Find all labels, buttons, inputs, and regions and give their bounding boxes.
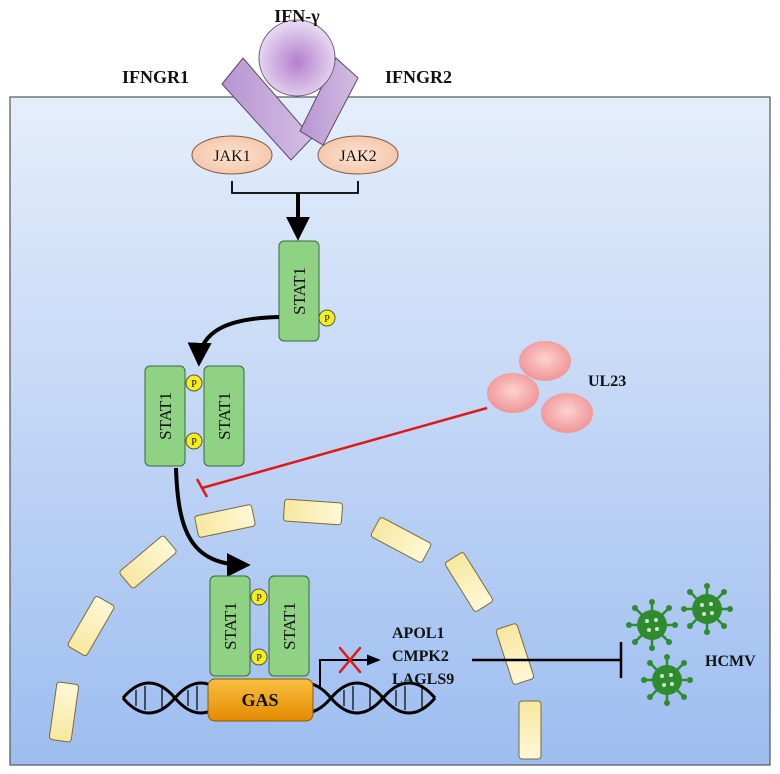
jak1-kinase (191, 135, 273, 175)
phospho-label: P (191, 379, 197, 390)
stat1-monomer-label: STAT1 (290, 267, 309, 315)
phospho-label: P (256, 653, 262, 664)
stat1-dimer-left-label: STAT1 (156, 392, 175, 440)
jak2-label: JAK2 (339, 148, 376, 165)
gas-promoter (207, 678, 314, 722)
stat1-dimer-cytoplasm: STAT1 STAT1 P P (144, 365, 245, 467)
dimerization-arrow (187, 315, 280, 367)
nuclear-envelope (48, 498, 542, 760)
phospho-group (185, 432, 203, 450)
hcmv-label: HCMV (705, 653, 756, 670)
phospho-group (185, 374, 203, 392)
gene-cmpk2: CMPK2 (392, 648, 449, 665)
phospho-label: P (324, 314, 330, 325)
stat1-nuclear-right-label: STAT1 (280, 602, 299, 650)
phospho-label: P (191, 437, 197, 448)
gas-label: GAS (241, 690, 278, 710)
phospho-group (250, 588, 268, 606)
hcmv-inhibition (472, 642, 623, 678)
stat1-monomer: STAT1 P (278, 240, 336, 342)
jak2-kinase (317, 135, 399, 175)
ifngr2-label: IFNGR2 (385, 67, 452, 87)
transcription-arrow (319, 654, 381, 687)
gene-lagls9: LAGLS9 (392, 671, 454, 688)
phospho-group (250, 648, 268, 666)
jak-bracket (231, 181, 359, 194)
phospho-group (318, 309, 336, 327)
receptor-ifngr2 (299, 57, 359, 146)
stat1-nuclear-left-label: STAT1 (221, 602, 240, 650)
stat1-dimer-right-label: STAT1 (215, 392, 234, 440)
stat1-dimer-nucleus: STAT1 STAT1 P P (209, 575, 310, 677)
blocked-cross-icon (338, 646, 362, 674)
nuclear-translocation-arrow (174, 467, 251, 577)
ul23-protein (487, 341, 593, 433)
gene-apol1: APOL1 (392, 625, 444, 642)
ifn-gamma-ligand (258, 19, 336, 97)
ifngr1-label: IFNGR1 (122, 67, 189, 87)
ul23-label: UL23 (588, 373, 626, 390)
phospho-label: P (256, 593, 262, 604)
ul23-inhibition (195, 406, 488, 498)
jak1-label: JAK1 (213, 148, 250, 165)
cell-membrane (9, 96, 771, 766)
ifn-gamma-label: IFN-γ (274, 6, 320, 26)
